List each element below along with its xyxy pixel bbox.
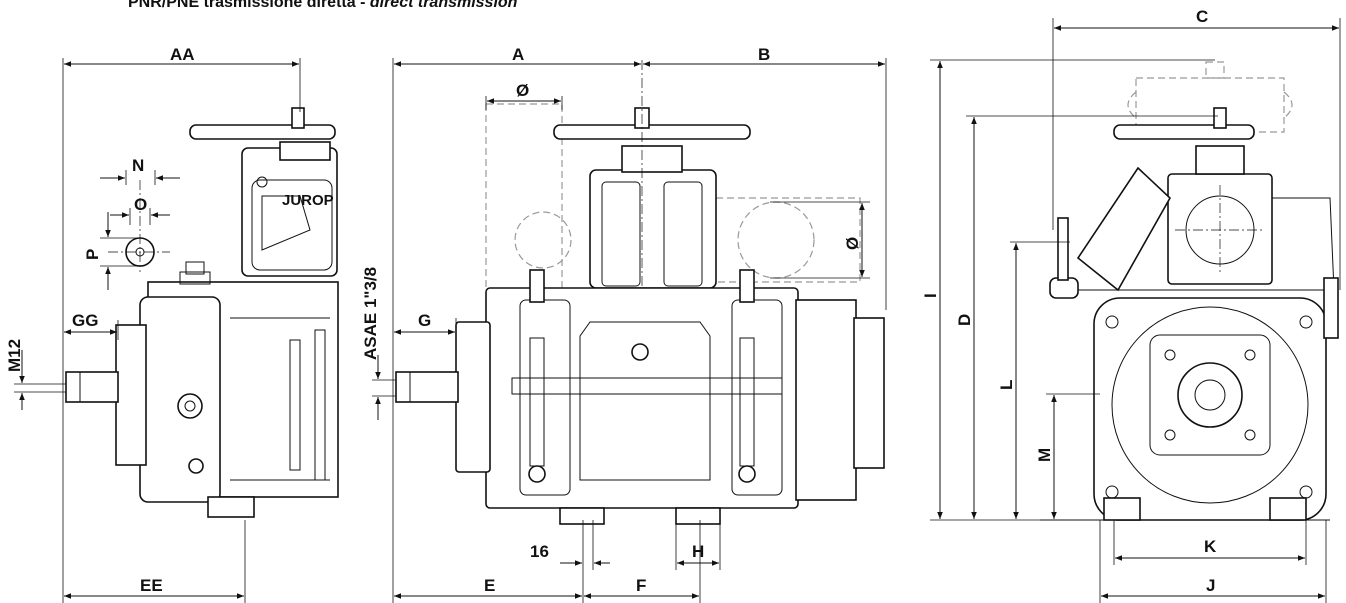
dim-label-L: L	[997, 380, 1016, 390]
title-italic: direct transmission	[369, 0, 518, 11]
left-side-view: JUROP	[65, 107, 339, 518]
dim-label-M: M	[1035, 448, 1054, 462]
dim-label-C: C	[1196, 7, 1208, 26]
left-view-dimensions: AA EE GG M12 N O P	[5, 45, 301, 603]
dim-label-EE: EE	[140, 576, 163, 595]
right-end-view	[1040, 61, 1339, 521]
diameter-label-top: Ø	[516, 81, 529, 100]
dim-label-M12: M12	[5, 339, 24, 372]
dim-label-E: E	[484, 576, 495, 595]
dim-label-J: J	[1206, 576, 1215, 595]
dim-label-O: O	[134, 195, 147, 214]
dim-label-N: N	[132, 156, 144, 175]
dim-label-AA: AA	[170, 45, 195, 64]
shaft-label: ASAE 1"3/8	[361, 267, 380, 360]
dim-label-B: B	[758, 45, 770, 64]
dim-label-I: I	[921, 293, 940, 298]
dim-label-GG: GG	[72, 311, 98, 330]
dim-label-16: 16	[530, 542, 549, 561]
dim-label-P: P	[83, 249, 102, 260]
dim-label-H: H	[692, 542, 704, 561]
center-front-view	[395, 60, 885, 525]
brand-mark: JUROP	[282, 192, 334, 209]
dim-label-A: A	[512, 45, 524, 64]
dim-label-G: G	[418, 311, 431, 330]
drawing-title: PNR/PNE trasmissione diretta - direct tr…	[128, 0, 517, 12]
right-view-dimensions: C I D L M K J	[921, 7, 1341, 603]
dim-label-F: F	[636, 576, 646, 595]
dim-label-K: K	[1204, 537, 1217, 556]
center-view-dimensions: A B Ø Ø G ASAE 1"3/8 16 H E F	[361, 45, 887, 603]
dim-label-D: D	[955, 314, 974, 326]
diameter-label-side: Ø	[843, 237, 862, 250]
title-main: PNR/PNE trasmissione diretta -	[128, 0, 370, 11]
